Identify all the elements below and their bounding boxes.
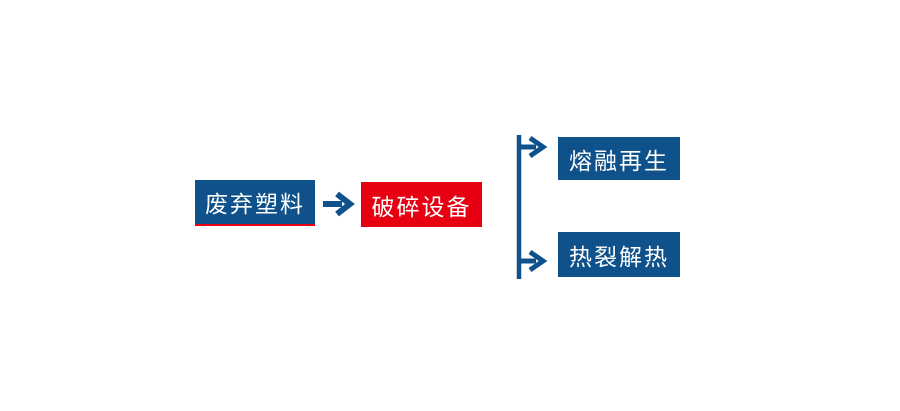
node-pyrolysis-heat: 热裂解热 [558,232,680,277]
node-melt-regeneration-label: 熔融再生 [569,147,669,174]
branch-connector [515,133,553,281]
node-waste-plastic: 废弃塑料 [195,180,315,226]
node-crushing-equipment-label: 破碎设备 [371,193,472,220]
node-pyrolysis-heat-label: 热裂解热 [569,243,669,270]
branch-arrow-top-icon [519,135,548,159]
node-crushing-equipment: 破碎设备 [361,182,482,227]
branch-arrow-bottom-icon [519,249,548,273]
arrow-right-icon [322,190,356,218]
node-waste-plastic-label: 废弃塑料 [205,191,305,217]
node-melt-regeneration: 熔融再生 [558,137,680,180]
